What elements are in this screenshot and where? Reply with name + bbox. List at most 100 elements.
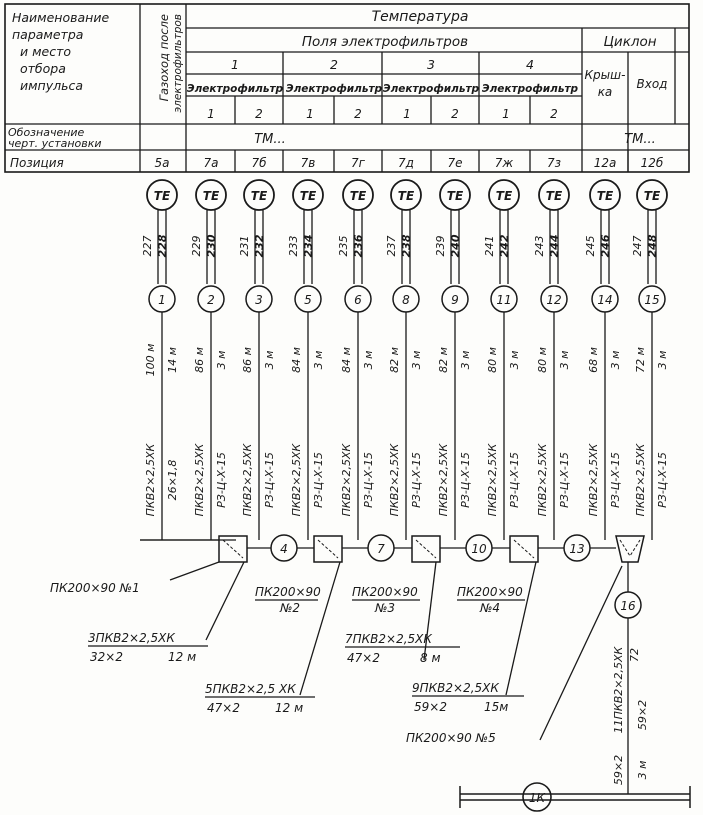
cable-type: ПКВ2×2,5ХК — [241, 442, 254, 516]
box-diagonal — [222, 539, 244, 559]
param-column-heading: отбора — [20, 61, 66, 76]
wire-number: 244 — [548, 235, 561, 258]
tm-label: ТМ... — [254, 132, 286, 147]
terminal-box — [313, 535, 343, 563]
junction-number: 11 — [496, 293, 511, 307]
cyclone-heading: Циклон — [603, 34, 656, 50]
position-code: 7з — [547, 156, 561, 170]
wire-number: 238 — [400, 234, 413, 257]
cable-label: 15м — [484, 700, 508, 714]
wire-number: 236 — [352, 234, 365, 257]
cable-length: 84 м — [340, 347, 353, 373]
cable-length: 3 м — [459, 351, 472, 370]
cable-type: ПКВ2×2,5ХК — [290, 442, 303, 516]
cable-type: ПКВ2×2,5ХК — [486, 442, 499, 516]
chain-node-circle — [563, 534, 591, 562]
filter-number: 2 — [451, 107, 459, 121]
filter-number: 2 — [255, 107, 263, 121]
duct-column-heading: электрофильтров — [172, 14, 184, 113]
wire-number: 247 — [631, 236, 644, 257]
cable-label: 32×2 — [90, 650, 123, 664]
field-number: 2 — [330, 57, 338, 72]
box-label: ПК200×90 №5 — [406, 731, 496, 745]
cable-length: 3 м — [410, 351, 423, 370]
junction-number: 12 — [546, 293, 561, 307]
wire-number: 239 — [434, 236, 447, 257]
cable-length: 3 м — [215, 351, 228, 370]
drawing-label: черт. установки — [8, 137, 102, 150]
cable-type: ПКВ2×2,5ХК — [388, 442, 401, 516]
wire-number: 229 — [190, 236, 203, 257]
position-code: 7г — [351, 156, 366, 170]
cable-type: ПКВ2×2,5ХК — [144, 442, 157, 516]
temperature-heading: Температура — [372, 9, 469, 25]
terminal-box — [218, 535, 248, 563]
te-sensor-circle — [488, 179, 520, 211]
cable-type: ПКВ2×2,5ХК — [536, 442, 549, 516]
panel-circle — [522, 782, 552, 812]
leader-line — [169, 561, 220, 581]
junction-number: 1 — [158, 293, 166, 307]
wire-number: 237 — [385, 236, 398, 257]
junction-number: 3 — [255, 293, 263, 307]
junction-number: 15 — [644, 293, 659, 307]
cable-label: 59×2 — [636, 700, 649, 730]
position-code: 7в — [301, 156, 316, 170]
terminal-box — [411, 535, 441, 563]
box-diagonal — [317, 539, 339, 559]
param-column-heading: параметра — [12, 27, 83, 42]
wire-number: 246 — [599, 234, 612, 257]
cable-type: ПКВ2×2,5ХК — [193, 442, 206, 516]
cable-type: РЗ-Ц-Х-15 — [263, 452, 276, 508]
cable-label: 47×2 — [347, 651, 380, 665]
cable-label: 59×2 — [612, 755, 625, 785]
te-sensor-label: TE — [300, 189, 317, 203]
cable-label: 3ПКВ2×2,5ХК — [88, 631, 175, 645]
roof-heading: ка — [598, 85, 613, 99]
cable-length: 84 м — [290, 347, 303, 373]
box-label: №2 — [279, 601, 300, 615]
filter-heading: Электрофильтр — [187, 83, 284, 95]
wire-number: 227 — [141, 236, 154, 257]
te-sensor-label: TE — [350, 189, 367, 203]
tm-label: ТМ... — [624, 132, 656, 147]
junction-number: 5 — [304, 293, 312, 307]
te-sensor-circle — [243, 179, 275, 211]
cable-length: 100 м — [144, 344, 157, 377]
cable-length: 3 м — [609, 351, 622, 370]
wire-number: 232 — [253, 234, 266, 257]
cable-length: 3 м — [508, 351, 521, 370]
param-column-heading: Наименование — [12, 10, 109, 25]
cable-length: 80 м — [536, 347, 549, 373]
te-sensor-label: TE — [447, 189, 464, 203]
position-code: 12б — [641, 156, 664, 170]
drawing-label: Обозначение — [8, 126, 85, 139]
position-code: 7ж — [495, 156, 514, 170]
te-sensor-circle — [636, 179, 668, 211]
wire-number: 241 — [483, 236, 496, 257]
box-label: ПК200×90 — [457, 585, 523, 599]
cable-type: РЗ-Ц-Х-15 — [215, 452, 228, 508]
position-code: 12а — [594, 156, 617, 170]
cable-type: РЗ-Ц-Х-15 — [508, 452, 521, 508]
cable-length: 82 м — [437, 347, 450, 373]
te-sensor-label: TE — [597, 189, 614, 203]
inlet-heading: Вход — [637, 77, 668, 91]
junction-number: 2 — [207, 293, 215, 307]
te-sensor-circle — [439, 179, 471, 211]
te-sensor-label: TE — [251, 189, 268, 203]
header-table-border — [4, 3, 690, 173]
filter-heading: Электрофильтр — [482, 83, 579, 95]
roof-heading: Крыш- — [585, 68, 626, 82]
cable-label: 9ПКВ2×2,5ХК — [412, 681, 499, 695]
cable-type: РЗ-Ц-Х-15 — [609, 452, 622, 508]
cable-length: 3 м — [656, 351, 669, 370]
wire-number: 243 — [533, 236, 546, 257]
filter-number: 2 — [550, 107, 558, 121]
te-sensor-label: TE — [398, 189, 415, 203]
junction-number: 6 — [354, 293, 362, 307]
box-label: ПК200×90 — [352, 585, 418, 599]
cable-type: ПКВ2×2,5ХК — [437, 442, 450, 516]
te-sensor-circle — [292, 179, 324, 211]
wire-number: 228 — [156, 234, 169, 257]
